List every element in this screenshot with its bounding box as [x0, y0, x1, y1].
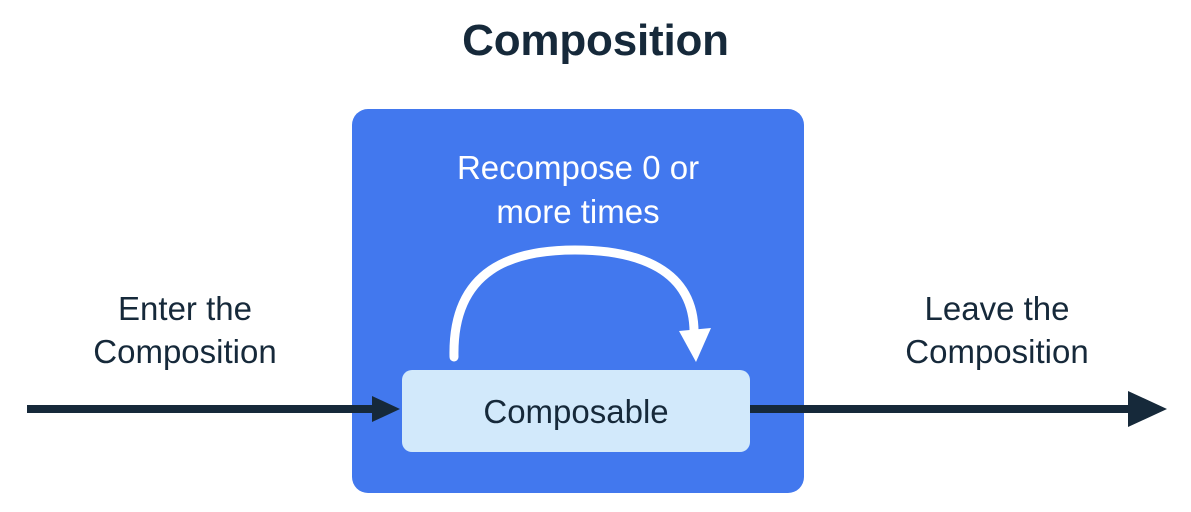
page-title: Composition: [462, 16, 729, 65]
enter-composition-label-line2: Composition: [93, 332, 277, 370]
composable-label: Composable: [483, 392, 669, 430]
enter-composition-label-line1: Enter the: [118, 290, 252, 327]
leave-composition-label-line2: Composition: [905, 332, 1089, 370]
leave-composition-label: Leave the Composition: [852, 288, 1142, 374]
recompose-label: Recompose 0 or more times: [352, 146, 804, 233]
leave-arrow-icon: [750, 391, 1167, 427]
enter-composition-label: Enter the Composition: [40, 288, 330, 374]
composable-box: [402, 370, 750, 452]
recompose-label-line1: Recompose 0 or: [456, 149, 700, 186]
enter-arrow-icon: [27, 396, 400, 422]
leave-composition-label-line1: Leave the: [924, 290, 1070, 327]
recompose-label-line2: more times: [496, 192, 660, 230]
